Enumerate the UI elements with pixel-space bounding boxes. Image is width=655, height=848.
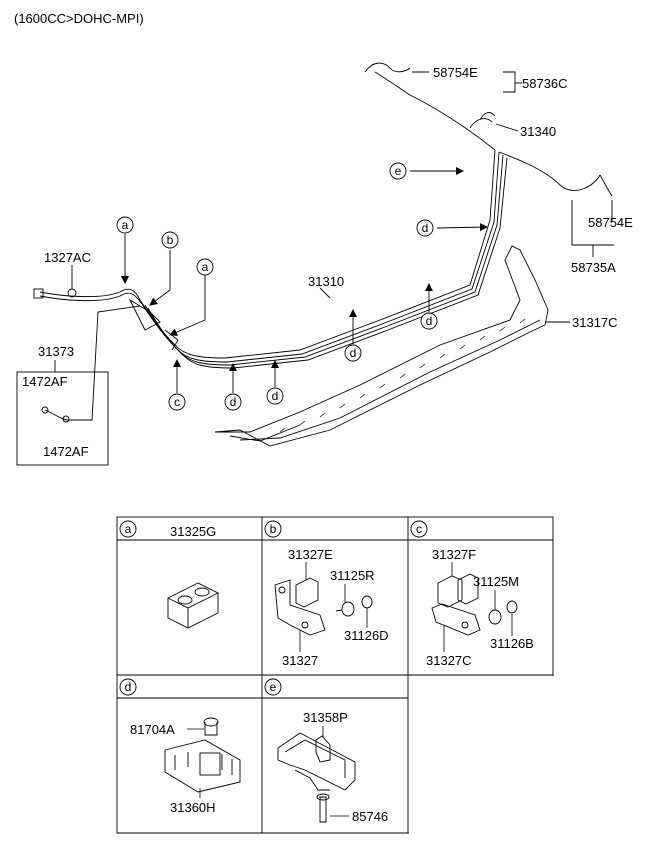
part-label-58735a: 58735A: [571, 260, 616, 275]
leader-lines-b: [299, 562, 368, 652]
hose-detail-box: [16, 305, 141, 466]
clip-d-drawing: [164, 717, 241, 793]
bracket-assembly-b-drawing: [274, 577, 373, 636]
part-label-31126d: 31126D: [344, 628, 389, 643]
part-label-85746: 85746: [352, 809, 388, 824]
cell-key-b: b: [270, 522, 277, 536]
callout-c: c: [174, 395, 180, 409]
fuel-tank-shield: [214, 245, 549, 447]
part-label-31327e: 31327E: [288, 547, 333, 562]
part-label-31310: 31310: [308, 274, 344, 289]
callout-d: d: [426, 314, 433, 328]
part-label-31125r: 31125R: [330, 568, 375, 583]
part-label-31340: 31340: [520, 124, 556, 139]
callout-d: d: [350, 346, 357, 360]
part-label-31327c: 31327C: [426, 653, 472, 668]
leader-lines: [54, 71, 614, 393]
callout-e: e: [395, 164, 402, 178]
callout-a: a: [202, 260, 209, 274]
engine-spec-title: (1600CC>DOHC-MPI): [14, 11, 144, 26]
part-label-31317c: 31317C: [572, 315, 618, 330]
fuel-tube-bundle: [33, 62, 613, 369]
part-label-31126b: 31126B: [490, 636, 534, 651]
part-label-31373: 31373: [38, 344, 74, 359]
callout-circles: [116, 162, 438, 411]
part-label-81704a: 81704A: [130, 722, 175, 737]
part-label-1472af: 1472AF: [22, 374, 68, 389]
cell-key-d: d: [125, 680, 132, 694]
part-label-31327f: 31327F: [432, 547, 476, 562]
callout-d: d: [422, 221, 429, 235]
cell-key-a: a: [125, 522, 132, 536]
leader-lines-d: [187, 728, 204, 798]
cell-key-e: e: [270, 680, 277, 694]
part-label-1472af: 1472AF: [43, 444, 89, 459]
callout-a: a: [122, 218, 129, 232]
clip-block-drawing: [167, 582, 219, 629]
part-label-31358p: 31358P: [303, 710, 348, 725]
callout-d: d: [272, 389, 279, 403]
part-label-31327: 31327: [282, 653, 318, 668]
callout-b: b: [167, 233, 174, 247]
part-label-1327ac: 1327AC: [44, 250, 91, 265]
cell-key-c: c: [416, 522, 422, 536]
clamp-e-drawing: [277, 732, 356, 823]
leader-lines-c: [443, 562, 513, 652]
part-label-31125m: 31125M: [473, 574, 519, 589]
leader-lines-e: [322, 726, 349, 817]
callout-d: d: [230, 395, 237, 409]
part-label-58754e: 58754E: [588, 215, 633, 230]
cell-key-circles: [119, 520, 428, 696]
part-label-31325g: 31325G: [170, 524, 216, 539]
part-label-58736c: 58736C: [522, 76, 568, 91]
part-label-58754e: 58754E: [433, 65, 478, 80]
detail-table: [116, 516, 554, 834]
part-label-31360h: 31360H: [170, 800, 216, 815]
